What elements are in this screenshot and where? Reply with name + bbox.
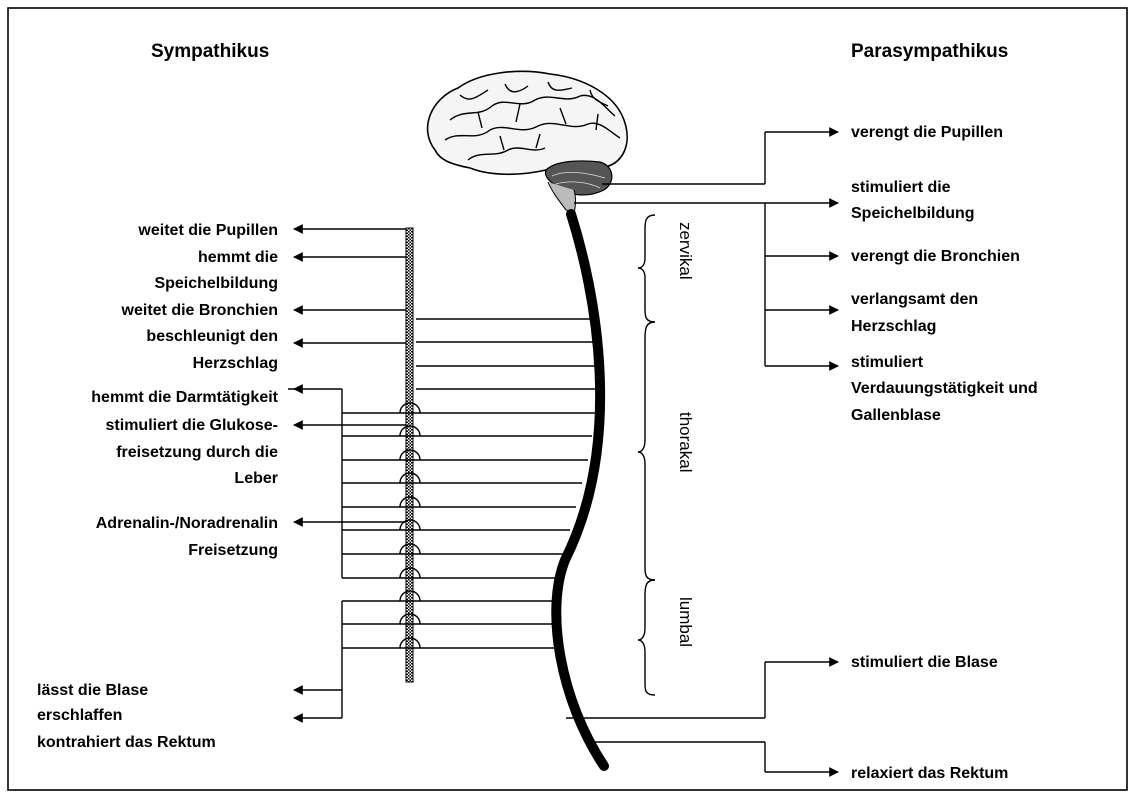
brain-illustration bbox=[428, 71, 628, 214]
parasympathikus-label: Verdauungstätigkeit und bbox=[851, 380, 1038, 397]
parasympathikus-label: stimuliert die bbox=[851, 179, 951, 196]
parasympathikus-label: Gallenblase bbox=[851, 407, 941, 424]
parasympathikus-label: stimuliert bbox=[851, 354, 924, 371]
sympathikus-label: freisetzung durch die bbox=[116, 444, 278, 461]
brace-lumbal bbox=[638, 580, 655, 695]
sympathikus-label: erschlaffen bbox=[37, 707, 122, 724]
spinal-cord bbox=[556, 214, 604, 766]
sympathikus-label: stimuliert die Glukose- bbox=[106, 417, 278, 434]
parasympathikus-label: verengt die Bronchien bbox=[851, 248, 1020, 265]
parasympathetic-fibers bbox=[566, 132, 838, 772]
sympathetic-arrows bbox=[294, 229, 406, 718]
parasympathikus-label: verengt die Pupillen bbox=[851, 124, 1003, 141]
region-label-thorakal: thorakal bbox=[676, 412, 695, 472]
sympathetic-fibers bbox=[288, 319, 600, 718]
sympathikus-label: hemmt die Darmtätigkeit bbox=[91, 389, 278, 406]
parasympathikus-title: Parasympathikus bbox=[851, 41, 1008, 62]
sympathikus-label: hemmt die bbox=[198, 249, 278, 266]
sympathikus-title: Sympathikus bbox=[151, 41, 269, 62]
parasympathikus-label: Herzschlag bbox=[851, 318, 936, 335]
sympathikus-label: Adrenalin-/Noradrenalin bbox=[96, 515, 278, 532]
sympathikus-label: lässt die Blase bbox=[37, 682, 148, 699]
parasympathikus-label: relaxiert das Rektum bbox=[851, 765, 1008, 782]
parasympathikus-label: Speichelbildung bbox=[851, 205, 975, 222]
parasympathikus-label: stimuliert die Blase bbox=[851, 654, 998, 671]
parasympathikus-label: verlangsamt den bbox=[851, 291, 978, 308]
sympathikus-label: Speichelbildung bbox=[154, 275, 278, 292]
sympathikus-label: weitet die Bronchien bbox=[121, 302, 278, 319]
parasympathikus-labels: verengt die Pupillen stimuliert die Spei… bbox=[851, 124, 1038, 782]
sympathikus-label: beschleunigt den bbox=[146, 328, 278, 345]
brace-zervikal bbox=[638, 215, 655, 322]
sympathikus-labels: weitet die Pupillen hemmt die Speichelbi… bbox=[37, 222, 279, 751]
sympathikus-label: Herzschlag bbox=[193, 355, 278, 372]
region-label-lumbal: lumbal bbox=[676, 597, 695, 647]
brace-thorakal bbox=[638, 322, 655, 580]
sympathikus-label: Freisetzung bbox=[188, 542, 278, 559]
sympathikus-label: Leber bbox=[234, 470, 278, 487]
sympathikus-label: kontrahiert das Rektum bbox=[37, 734, 216, 751]
sympathikus-label: weitet die Pupillen bbox=[137, 222, 278, 239]
region-label-zervikal: zervikal bbox=[676, 222, 695, 280]
